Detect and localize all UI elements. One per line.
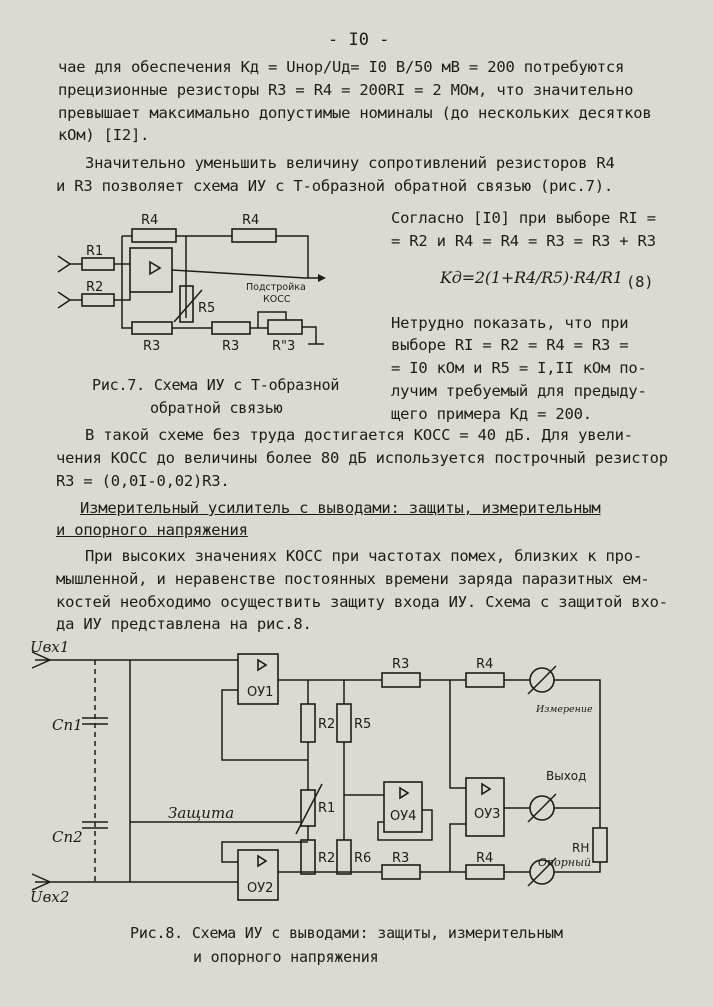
paragraph-3-line-3: R3 = (0,0I-0,02)R3. — [56, 472, 230, 490]
fig8-label-r6: R6 — [354, 851, 371, 866]
paragraph-1-line-3: превышает максимально допустимые номинал… — [58, 104, 652, 122]
fig7-label-r3-mid: R3 — [222, 339, 239, 354]
fig8-r3-bot-resistor — [381, 864, 421, 880]
fig8-r6-resistor — [336, 839, 352, 875]
fig7-label-tuning-2: КОСС — [263, 294, 291, 305]
fig8-label-r2-top: R2 — [318, 717, 335, 732]
fig8-label-ou4: ОУ4 — [390, 809, 416, 824]
fig8-label-output: Выход — [546, 769, 586, 783]
fig8-label-reference: Опорный — [538, 856, 591, 869]
page-number: - I0 - — [328, 30, 390, 50]
section-heading-line-1: Измерительный усилитель с выводами: защи… — [80, 499, 601, 517]
paragraph-1-line-1: чае для обеспечения Kд = Uнор/Uд= I0 В/5… — [58, 58, 625, 76]
figure-8-caption-line-1: Рис.8. Схема ИУ с выводами: защиты, изме… — [130, 924, 563, 942]
paragraph-3-line-1: В такой схеме без труда достигается КОСС… — [85, 426, 633, 444]
paragraph-1-line-2: прецизионные резисторы R3 = R4 = 200RI =… — [58, 81, 634, 99]
fig7-opamp-triangle — [149, 260, 162, 276]
fig8-ou2 — [237, 849, 279, 901]
paragraph-3-line-2: чения КОСС до величины более 80 дБ испол… — [56, 449, 668, 467]
fig8-label-ou1: ОУ1 — [247, 685, 273, 700]
fig7-label-r2: R2 — [86, 280, 103, 295]
fig8-label-r1: R1 — [318, 801, 335, 816]
side-text-line-4: выборе RI = R2 = R4 = R3 = — [391, 336, 629, 354]
fig7-label-r4-left: R4 — [141, 213, 158, 228]
fig8-label-ou2: ОУ2 — [247, 881, 273, 896]
paragraph-1-line-4: кОм) [I2]. — [58, 126, 150, 144]
side-text-line-1: Согласно [I0] при выборе RI = — [391, 209, 656, 227]
fig8-label-cp1: Cп1 — [52, 716, 83, 734]
formula-8: Kд=2(1+R4/R5)·R4/R1 — [440, 268, 623, 287]
fig8-rn-resistor — [592, 827, 608, 863]
fig8-label-rn: RН — [572, 841, 589, 855]
fig8-r4-bot-resistor — [465, 864, 505, 880]
fig7-label-r5: R5 — [198, 301, 215, 316]
figure-8-caption-line-2: и опорного напряжения — [193, 948, 379, 966]
fig8-label-uvx2: Uвх2 — [30, 888, 69, 906]
fig8-label-cp2: Cп2 — [52, 828, 83, 846]
figure-7-caption-line-1: Рис.7. Схема ИУ с Т-образной — [92, 376, 340, 394]
fig7-label-r4-right: R4 — [242, 213, 259, 228]
fig7-label-r3-trim: R"3 — [272, 339, 295, 354]
paragraph-2-line-2: и R3 позволяет схема ИУ с Т-образной обр… — [56, 177, 614, 195]
fig8-ou1 — [237, 653, 279, 705]
fig7-label-tuning-1: Подстройка — [246, 282, 306, 293]
figure-7-caption-line-2: обратной связью — [150, 399, 283, 417]
formula-number: (8) — [626, 273, 654, 291]
side-text-line-3: Нетрудно показать, что при — [391, 314, 629, 332]
fig7-r5-resistor — [179, 285, 194, 323]
fig8-label-r5: R5 — [354, 717, 371, 732]
fig8-r3-top-resistor — [381, 672, 421, 688]
side-text-line-7: щего примера Kд = 200. — [391, 405, 592, 423]
fig8-label-r4-top: R4 — [476, 657, 493, 672]
side-text-line-2: = R2 и R4 = R4 = R3 = R3 + R3 — [391, 232, 656, 250]
fig7-label-r1: R1 — [86, 244, 103, 259]
fig8-label-r2-bot: R2 — [318, 851, 335, 866]
fig8-label-measurement: Измерение — [535, 704, 593, 715]
paragraph-4-line-2: мышленной, и неравенстве постоянных врем… — [56, 570, 650, 588]
fig8-r4-top-resistor — [465, 672, 505, 688]
paragraph-4-line-1: При высоких значениях КОСС при частотах … — [85, 547, 643, 565]
fig8-ou3 — [465, 777, 505, 837]
fig8-label-r3-top: R3 — [392, 657, 409, 672]
fig8-label-ou3: ОУ3 — [474, 807, 500, 822]
section-heading-line-2: и опорного напряжения — [56, 521, 248, 539]
fig7-label-r3-left: R3 — [143, 339, 160, 354]
fig8-label-r3-bot: R3 — [392, 851, 409, 866]
fig8-r2-top-resistor — [300, 703, 316, 743]
fig8-label-uvx1: Uвх1 — [30, 638, 69, 656]
side-text-line-5: = I0 кОм и R5 = I,II кОм по- — [391, 359, 647, 377]
fig8-r5-resistor — [336, 703, 352, 743]
fig8-r2-bot-resistor — [300, 839, 316, 875]
paragraph-2-line-1: Значительно уменьшить величину сопротивл… — [85, 154, 615, 172]
paragraph-4-line-4: да ИУ представлена на рис.8. — [56, 615, 312, 633]
fig8-ou4 — [383, 781, 423, 833]
fig8-label-protection: Защита — [168, 804, 234, 822]
paragraph-4-line-3: костей необходимо осуществить защиту вхо… — [56, 593, 668, 611]
fig8-label-r4-bot: R4 — [476, 851, 493, 866]
side-text-line-6: лучим требуемый для предыду- — [391, 382, 647, 400]
